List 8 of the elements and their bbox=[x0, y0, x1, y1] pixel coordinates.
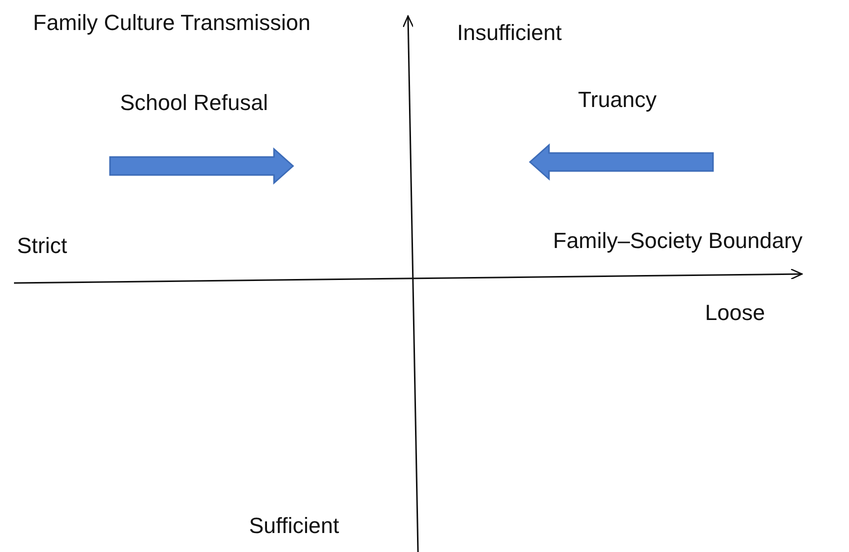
axis-label: Truancy bbox=[578, 87, 657, 113]
axis-label: Family Culture Transmission bbox=[33, 10, 311, 36]
axis-label: Strict bbox=[17, 233, 68, 259]
axis-label: Sufficient bbox=[249, 513, 340, 539]
axis-label: Loose bbox=[705, 300, 765, 326]
axis-label: Insufficient bbox=[457, 20, 562, 46]
axis-label: Family–Society Boundary bbox=[553, 228, 802, 254]
axis-label: School Refusal bbox=[120, 90, 268, 116]
